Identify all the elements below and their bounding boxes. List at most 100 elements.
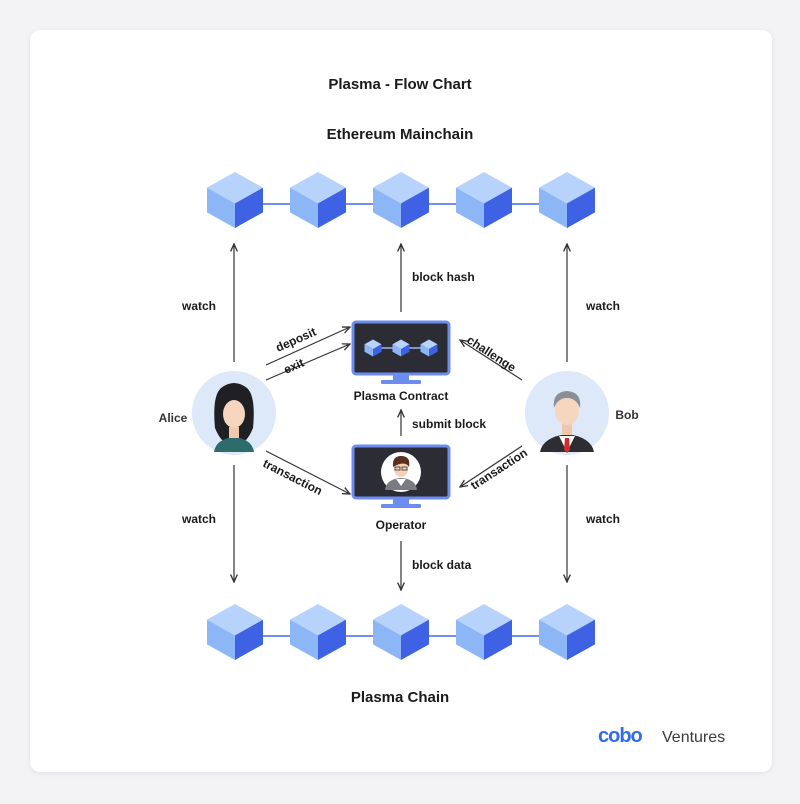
mainchain-block-1-right-face: [235, 187, 263, 228]
bob-hair: [553, 391, 581, 408]
challenge-arrow: [460, 340, 523, 381]
contract-mini-block-3-right-face: [429, 344, 438, 357]
plasma-block-1: [207, 604, 263, 660]
bob-transaction-label: transaction: [468, 446, 530, 493]
plasma-contract-node: Plasma Contract: [351, 320, 451, 403]
watch-label-top-left: watch: [181, 299, 216, 313]
mainchain-block-5-left-face: [539, 187, 567, 228]
watch-label-bottom-left: watch: [181, 512, 216, 526]
bob-neck: [562, 423, 572, 435]
mainchain-block-4-left-face: [456, 187, 484, 228]
plasma-block-3: [373, 604, 429, 660]
watch-label-bottom-right: watch: [585, 512, 620, 526]
contract-mini-chain: [364, 339, 438, 357]
plasma-chain: [207, 604, 595, 660]
cobo-logo-text: cobo: [598, 725, 643, 747]
bob-transaction-arrow: [460, 445, 523, 487]
operator-node: Operator: [351, 444, 451, 532]
plasma-block-1-right-face: [235, 619, 263, 660]
plasma-block-5-left-face: [539, 619, 567, 660]
plasma-block-3-right-face: [401, 619, 429, 660]
plasma-block-2-left-face: [290, 619, 318, 660]
diagram-title: Plasma - Flow Chart: [328, 76, 471, 93]
plasma-block-1-left-face: [207, 619, 235, 660]
mainchain-block-1-top-face: [207, 172, 263, 204]
plasma-chain-label: Plasma Chain: [351, 689, 449, 706]
mainchain-block-2-top-face: [290, 172, 346, 204]
plasma-block-5-top-face: [539, 604, 595, 636]
operator-monitor-neck: [393, 498, 409, 504]
contract-mini-block-2: [392, 339, 410, 357]
operator-avatar: [381, 452, 421, 492]
contract-mini-block-3-left-face: [420, 344, 429, 357]
contract-label: Plasma Contract: [354, 389, 449, 403]
bob-face: [555, 397, 579, 425]
contract-mini-block-2-top-face: [392, 339, 410, 350]
plasma-block-4-right-face: [484, 619, 512, 660]
alice-transaction-label: transaction: [261, 456, 325, 498]
ethereum-mainchain-label: Ethereum Mainchain: [327, 126, 474, 143]
mainchain-block-4-top-face: [456, 172, 512, 204]
bob-label: Bob: [615, 408, 638, 422]
challenge-label: challenge: [464, 333, 518, 375]
plasma-block-4-left-face: [456, 619, 484, 660]
alice-shirt: [214, 437, 254, 452]
plasma-block-3-left-face: [373, 619, 401, 660]
ethereum-mainchain: [207, 172, 595, 228]
mainchain-block-3-left-face: [373, 187, 401, 228]
alice-neck: [229, 427, 239, 438]
contract-monitor-stand: [381, 380, 421, 384]
plasma-block-2-right-face: [318, 619, 346, 660]
contract-mini-block-3: [420, 339, 438, 357]
plasma-block-5: [539, 604, 595, 660]
contract-mini-block-2-right-face: [401, 344, 410, 357]
deposit-arrow: [265, 327, 350, 366]
plasma-block-4: [456, 604, 512, 660]
operator-monitor-stand: [381, 504, 421, 508]
contract-mini-block-1-left-face: [364, 344, 373, 357]
plasma-block-1-top-face: [207, 604, 263, 636]
mainchain-block-4: [456, 172, 512, 228]
block-data-label: block data: [412, 558, 472, 572]
contract-mini-block-2-left-face: [392, 344, 401, 357]
submit-block-label: submit block: [412, 417, 486, 431]
mainchain-block-2-right-face: [318, 187, 346, 228]
cobo-ventures-logo: cobo Ventures: [598, 725, 725, 747]
contract-mini-block-1-top-face: [364, 339, 382, 350]
plasma-block-2-top-face: [290, 604, 346, 636]
mainchain-block-1: [207, 172, 263, 228]
bob-tie: [564, 438, 570, 453]
plasma-block-2: [290, 604, 346, 660]
plasma-block-5-right-face: [567, 619, 595, 660]
mainchain-block-3-right-face: [401, 187, 429, 228]
exit-arrow: [265, 344, 350, 381]
mainchain-block-5: [539, 172, 595, 228]
contract-mini-block-3-top-face: [420, 339, 438, 350]
watch-label-top-right: watch: [585, 299, 620, 313]
mainchain-block-3: [373, 172, 429, 228]
block-hash-label: block hash: [412, 270, 475, 284]
operator-label: Operator: [376, 518, 427, 532]
operator-glasses-left: [394, 466, 401, 471]
operator-face: [394, 461, 408, 477]
bob-node: Bob: [525, 371, 639, 455]
operator-hair: [392, 456, 410, 467]
ventures-text: Ventures: [662, 729, 725, 746]
mainchain-block-4-right-face: [484, 187, 512, 228]
mainchain-block-2: [290, 172, 346, 228]
alice-node: Alice: [159, 371, 276, 455]
contract-monitor-neck: [393, 374, 409, 380]
operator-glasses-right: [401, 466, 408, 471]
alice-label: Alice: [159, 411, 188, 425]
plasma-block-4-top-face: [456, 604, 512, 636]
contract-mini-block-1: [364, 339, 382, 357]
contract-mini-block-1-right-face: [373, 344, 382, 357]
mainchain-block-5-top-face: [539, 172, 595, 204]
alice-transaction-arrow: [265, 450, 350, 494]
alice-fringe: [222, 393, 246, 408]
deposit-label: deposit: [274, 325, 319, 355]
mainchain-block-1-left-face: [207, 187, 235, 228]
alice-face: [223, 400, 245, 428]
mainchain-block-3-top-face: [373, 172, 429, 204]
